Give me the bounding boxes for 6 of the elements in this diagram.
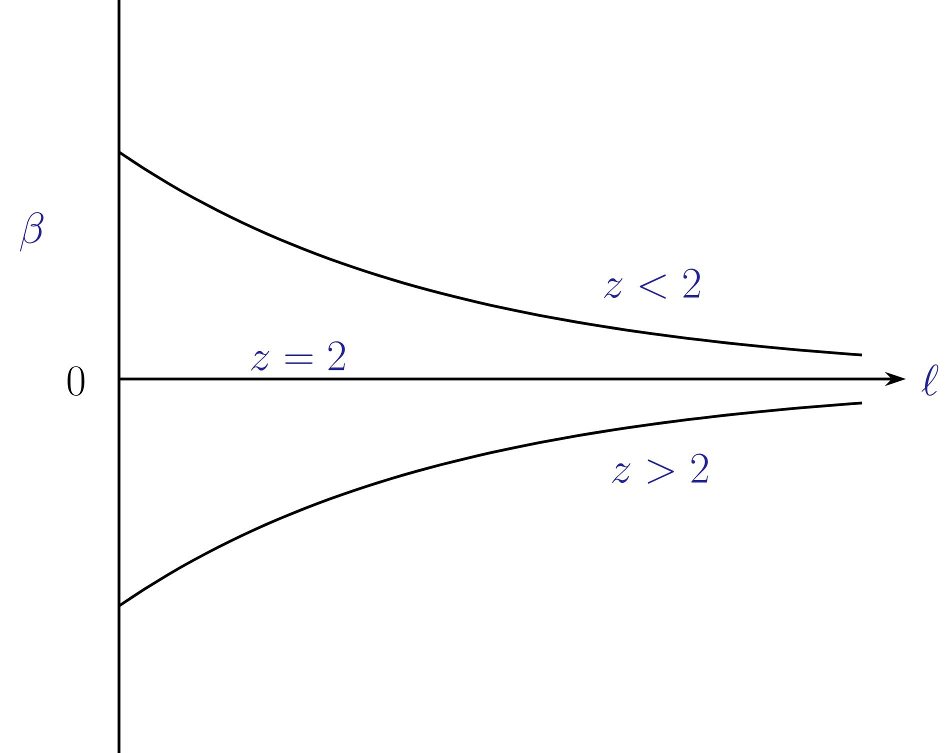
curve-label: $z>2$ <box>612 454 708 484</box>
curve-label: $z=2$ <box>251 341 345 371</box>
axis-label: $\ell$ <box>922 364 938 396</box>
curve-label: $z<2$ <box>604 268 700 299</box>
axis-label: $0$ <box>68 366 84 396</box>
axis-label: $\beta$ <box>20 212 44 252</box>
